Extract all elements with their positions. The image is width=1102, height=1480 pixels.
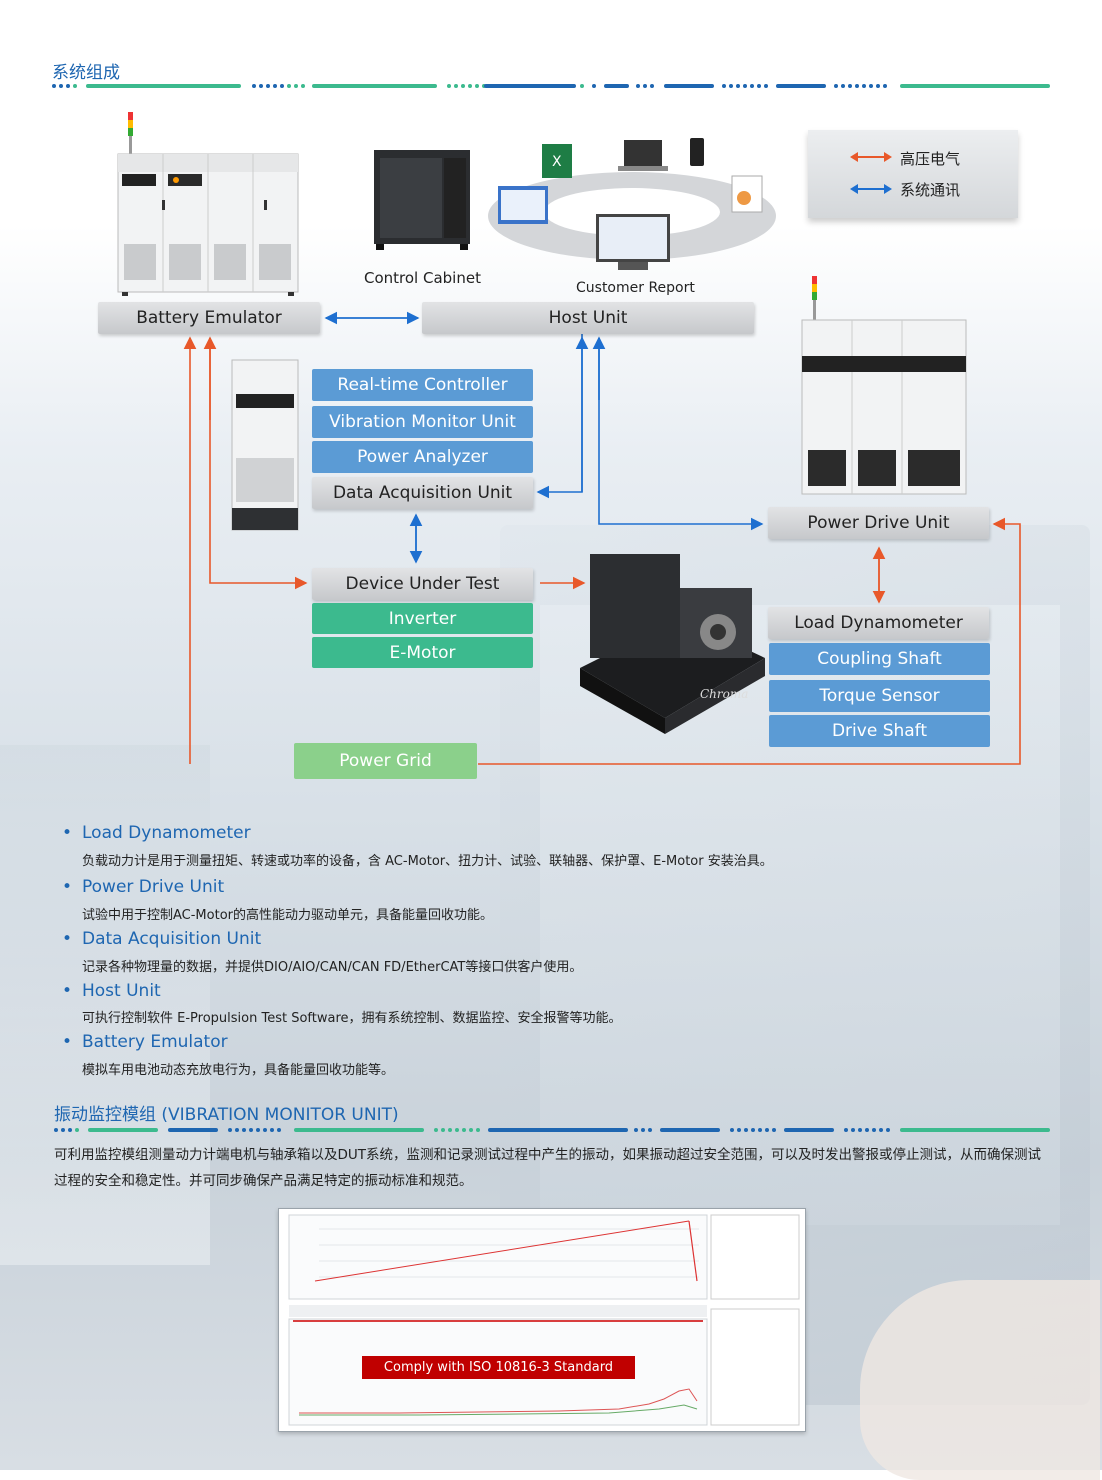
box-load-dynamometer: Load Dynamometer <box>768 607 989 639</box>
connection-lines <box>183 311 1021 765</box>
box-drive-shaft: Drive Shaft <box>769 715 990 747</box>
feature-desc-data-acquisition: 记录各种物理量的数据，并提供DIO/AIO/CAN/CAN FD/EtherCA… <box>82 960 583 975</box>
legend-panel: 高压电气 系统通讯 <box>808 130 1018 218</box>
vibration-software-screenshot <box>278 1208 806 1432</box>
background-hand <box>860 1280 1100 1480</box>
feature-title-load-dynamometer: Load Dynamometer <box>62 823 251 843</box>
box-device-under-test: Device Under Test <box>312 568 533 600</box>
host-software-illustration: X <box>488 138 776 270</box>
section-title-vibration: 振动监控模组 (VIBRATION MONITOR UNIT) <box>54 1105 399 1125</box>
software-plots <box>279 1209 805 1431</box>
box-power-analyzer: Power Analyzer <box>312 441 533 473</box>
caption-control-cabinet: Control Cabinet <box>364 269 481 287</box>
hv-arrow-icon <box>850 152 892 162</box>
power-drive-rack-image <box>801 276 967 495</box>
feature-title-host-unit: Host Unit <box>62 981 161 1001</box>
feature-title-power-drive: Power Drive Unit <box>62 877 224 897</box>
box-vibration-monitor: Vibration Monitor Unit <box>312 406 533 438</box>
section-rule-2 <box>54 1128 1050 1132</box>
legend-high-voltage: 高压电气 <box>900 150 961 168</box>
box-inverter: Inverter <box>312 603 533 634</box>
feature-title-data-acquisition: Data Acquisition Unit <box>62 929 261 949</box>
feature-desc-host-unit: 可执行控制软件 E-Propulsion Test Software，拥有系统控… <box>82 1011 622 1026</box>
feature-title-battery-emulator: Battery Emulator <box>62 1032 228 1052</box>
feature-desc-power-drive: 试验中用于控制AC-Motor的高性能动力驱动单元，具备能量回收功能。 <box>82 908 493 923</box>
vibration-description: 可利用监控模组测量动力计端电机与轴承箱以及DUT系统，监测和记录测试过程中产生的… <box>54 1147 1042 1189</box>
comm-arrow-icon <box>850 184 892 194</box>
iso-standard-badge: Comply with ISO 10816-3 Standard <box>362 1356 635 1379</box>
box-e-motor: E-Motor <box>312 637 533 668</box>
dynamometer-machine-image: Chroma <box>580 554 765 734</box>
box-coupling-shaft: Coupling Shaft <box>769 643 990 675</box>
section-title-system: 系统组成 <box>52 63 120 83</box>
feature-desc-battery-emulator: 模拟车用电池动态充放电行为，具备能量回收功能等。 <box>82 1063 395 1078</box>
box-battery-emulator: Battery Emulator <box>98 302 320 334</box>
box-power-grid: Power Grid <box>294 743 477 779</box>
control-cabinet-image <box>374 150 470 250</box>
legend-communication: 系统通讯 <box>900 181 961 199</box>
box-host-unit: Host Unit <box>422 302 754 334</box>
box-data-acquisition: Data Acquisition Unit <box>312 477 533 509</box>
brand-logo: Chroma <box>700 687 748 701</box>
daq-rack-image <box>231 359 299 531</box>
section-rule-1 <box>52 84 1050 88</box>
box-realtime-controller: Real-time Controller <box>312 369 533 401</box>
svg-text:X: X <box>552 154 562 170</box>
caption-customer-report: Customer Report <box>576 280 695 296</box>
box-power-drive-unit: Power Drive Unit <box>768 507 989 539</box>
box-torque-sensor: Torque Sensor <box>769 680 990 712</box>
feature-desc-load-dynamometer: 负载动力计是用于测量扭矩、转速或功率的设备，含 AC-Motor、扭力计、试验、… <box>82 854 773 869</box>
battery-emulator-image <box>117 112 299 296</box>
